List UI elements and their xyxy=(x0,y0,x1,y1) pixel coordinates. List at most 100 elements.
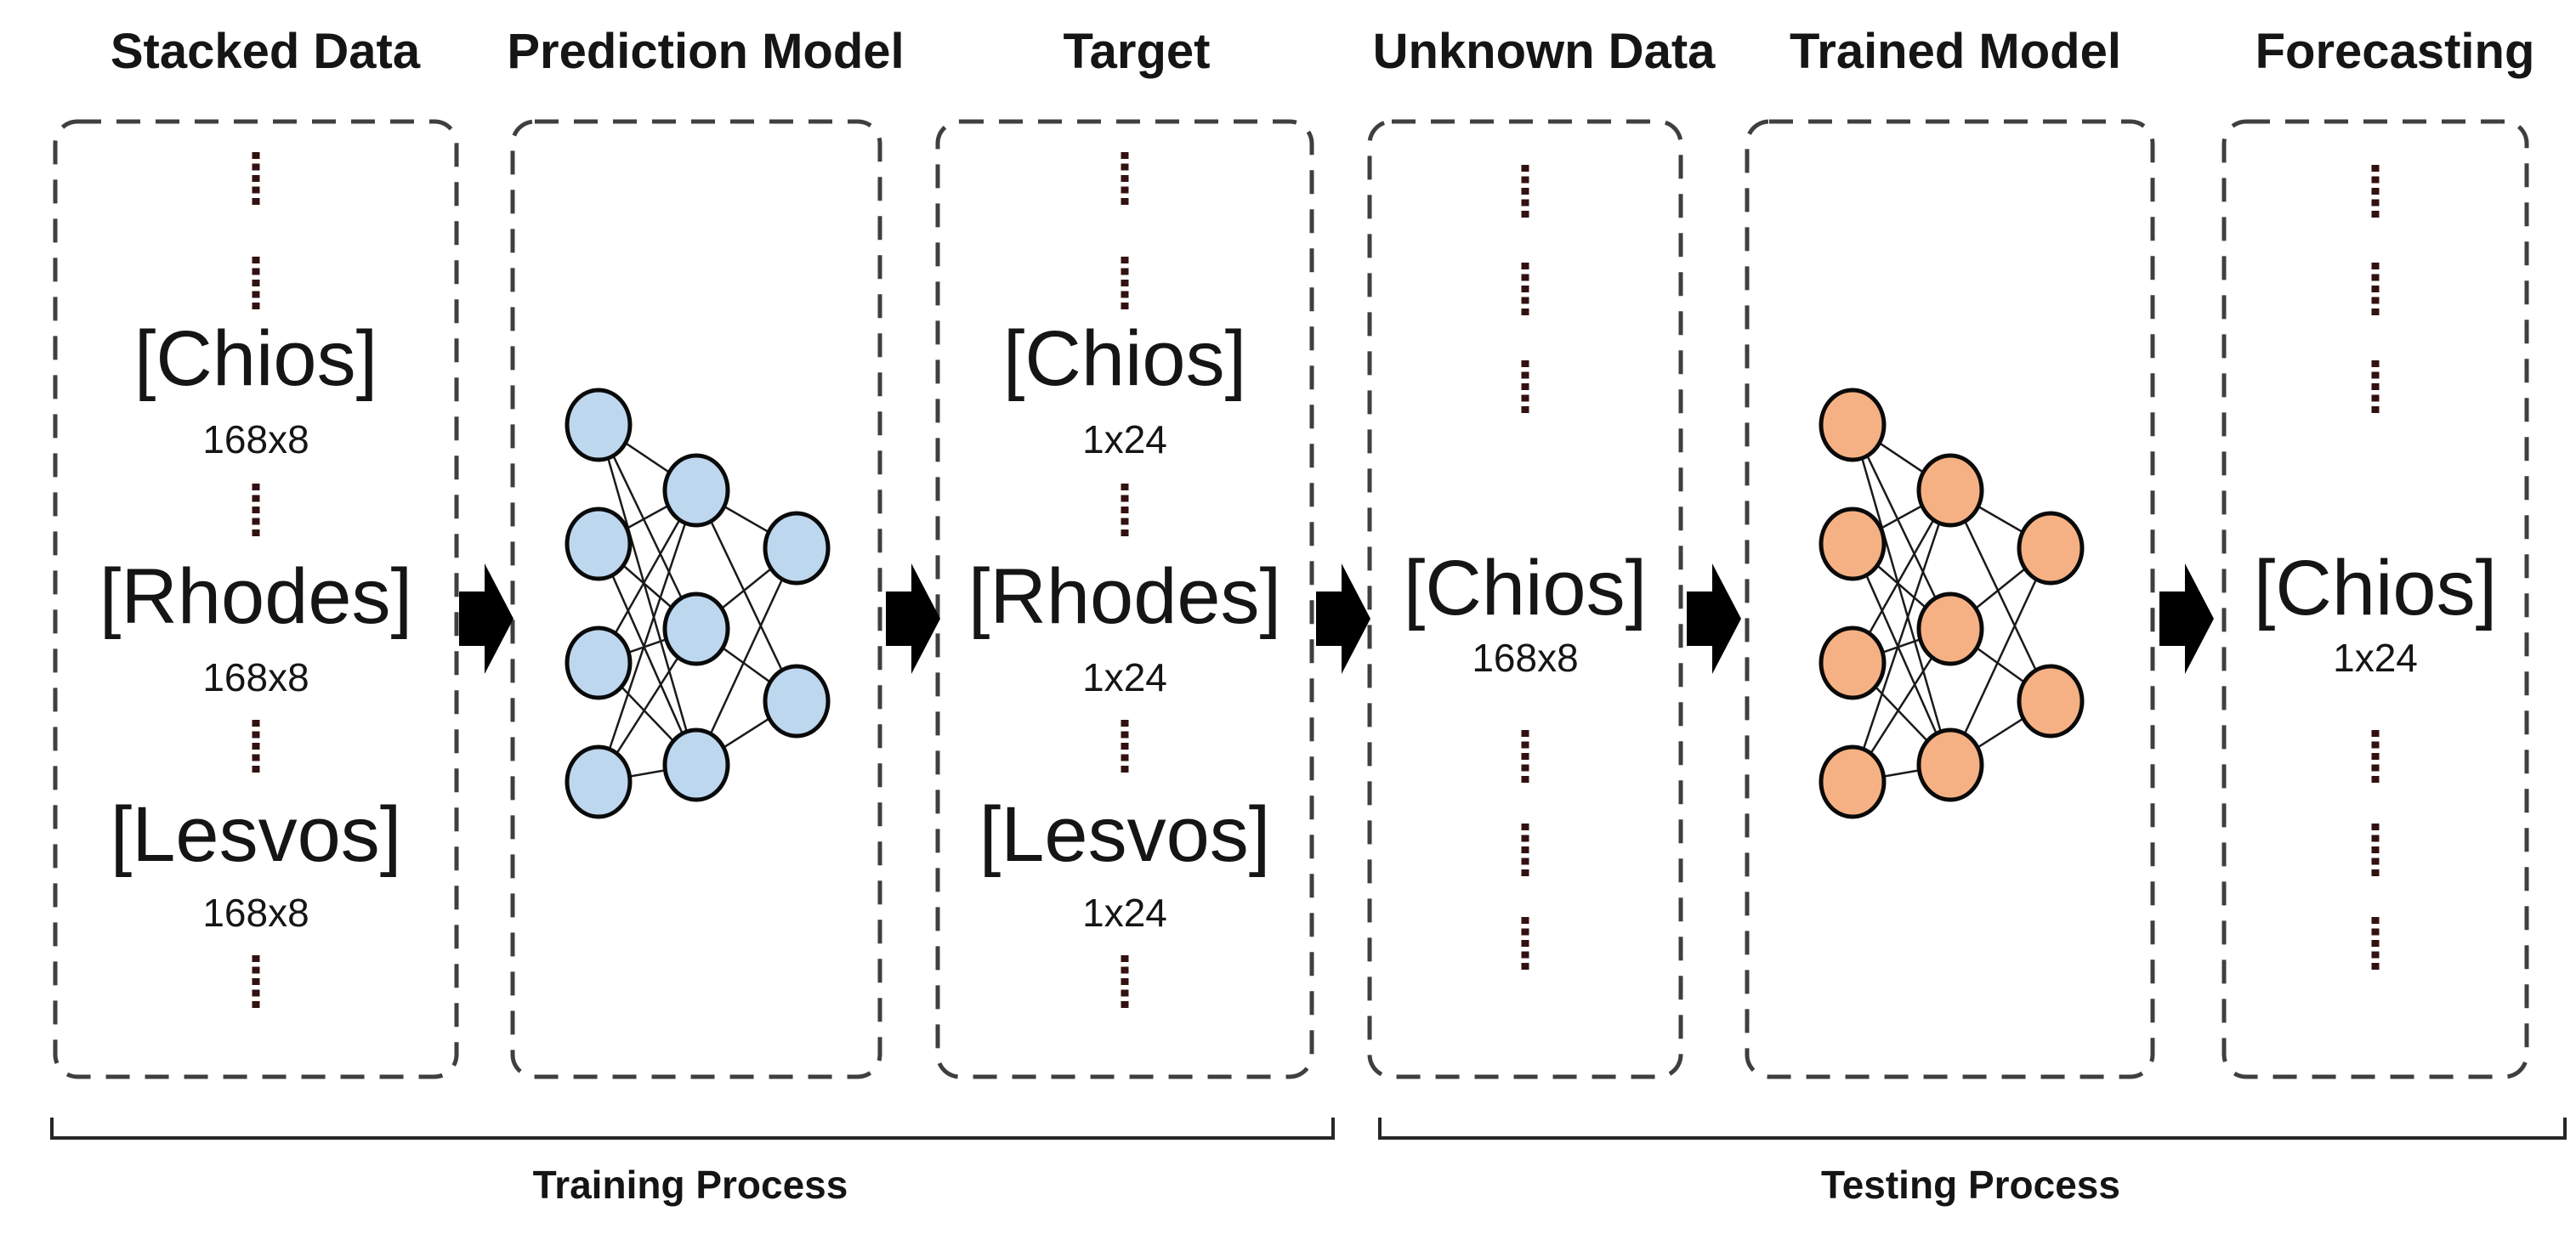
matrix-dimension-label: 168x8 xyxy=(202,655,309,699)
vertical-ellipsis xyxy=(1121,720,1129,773)
vertical-ellipsis xyxy=(252,257,260,309)
flow-arrow-icon-1 xyxy=(459,563,513,678)
network-node xyxy=(565,625,633,700)
flow-arrow-icon-5 xyxy=(2159,563,2214,678)
neural-network-orange xyxy=(1819,388,2084,819)
flow-arrow-icon-3 xyxy=(1316,563,1370,678)
network-edge xyxy=(597,424,698,630)
arrow-icon xyxy=(1316,563,1370,674)
matrix-dimension-label: 1x24 xyxy=(1082,891,1167,935)
network-edge xyxy=(1851,543,1951,766)
vertical-ellipsis xyxy=(2371,824,2380,876)
matrix-dimension-label: 168x8 xyxy=(202,891,309,935)
network-node xyxy=(2017,664,2084,739)
vertical-ellipsis xyxy=(252,152,260,205)
dashed-box-stacked-data: [Chios] 168x8 [Rhodes] 168x8 [Lesvos] 168x8 xyxy=(53,119,459,1079)
dashed-border xyxy=(510,119,882,1079)
vertical-ellipsis xyxy=(1521,824,1529,876)
vertical-ellipsis xyxy=(2371,730,2380,783)
network-edge xyxy=(1851,424,1951,766)
dashed-box-prediction-model xyxy=(510,119,882,1079)
vertical-ellipsis xyxy=(2371,917,2380,970)
arrow-icon xyxy=(886,563,940,674)
network-node xyxy=(1916,727,1983,802)
network-edge xyxy=(597,424,698,766)
matrix-dimension-label: 1x24 xyxy=(1082,655,1167,699)
vertical-ellipsis xyxy=(1121,152,1129,205)
column-header-trained-model: Trained Model xyxy=(1790,24,2121,79)
training-process-label: Training Process xyxy=(532,1163,848,1207)
flow-arrow-icon-4 xyxy=(1687,563,1741,678)
island-matrix-label: [Chios] xyxy=(2253,545,2498,631)
island-matrix-label: [Lesvos] xyxy=(979,791,1271,878)
testing-process-bracket xyxy=(1378,1118,2567,1140)
network-node xyxy=(662,453,730,528)
arrow-icon xyxy=(459,563,513,674)
vertical-ellipsis xyxy=(1521,917,1529,970)
vertical-ellipsis xyxy=(1121,484,1129,536)
network-node xyxy=(1916,592,1983,666)
vertical-ellipsis xyxy=(1521,730,1529,783)
network-node xyxy=(763,664,831,739)
vertical-ellipsis xyxy=(1521,263,1529,315)
vertical-ellipsis xyxy=(2371,165,2380,218)
network-edge xyxy=(597,490,698,783)
vertical-ellipsis xyxy=(252,955,260,1008)
column-header-stacked-data: Stacked Data xyxy=(110,24,421,79)
column-header-prediction-model: Prediction Model xyxy=(507,24,905,79)
matrix-dimension-label: 168x8 xyxy=(202,417,309,461)
island-matrix-label: [Lesvos] xyxy=(110,791,402,878)
matrix-dimension-label: 1x24 xyxy=(2333,636,2418,680)
island-matrix-label: [Chios] xyxy=(133,315,378,402)
network-edge xyxy=(1949,490,2051,702)
dashed-box-forecasting: [Chios] 1x24 xyxy=(2221,119,2529,1079)
vertical-ellipsis xyxy=(1121,955,1129,1008)
dashed-border xyxy=(2221,119,2529,1079)
network-edge xyxy=(695,490,798,702)
flow-arrow-icon-2 xyxy=(886,563,940,678)
vertical-ellipsis xyxy=(252,484,260,536)
dashed-box-target: [Chios] 1x24 [Rhodes] 1x24 [Lesvos] 1x24 xyxy=(935,119,1314,1079)
network-node xyxy=(1916,453,1983,528)
testing-process-label: Testing Process xyxy=(1821,1163,2120,1207)
dashed-border xyxy=(935,119,1314,1079)
island-matrix-label: [Chios] xyxy=(1403,545,1648,631)
network-node xyxy=(1819,388,1886,462)
network-edge xyxy=(1851,490,1951,783)
island-matrix-label: [Rhodes] xyxy=(967,553,1282,640)
matrix-dimension-label: 1x24 xyxy=(1082,417,1167,461)
vertical-ellipsis xyxy=(1121,257,1129,309)
arrow-icon xyxy=(1687,563,1741,674)
network-edge xyxy=(1949,547,2051,766)
dashed-border xyxy=(1367,119,1683,1079)
network-edge xyxy=(597,543,698,766)
dashed-border xyxy=(53,119,459,1079)
network-node xyxy=(1819,507,1886,581)
network-node xyxy=(763,511,831,586)
network-node xyxy=(662,592,730,666)
vertical-ellipsis xyxy=(1521,360,1529,413)
network-node xyxy=(565,507,633,581)
matrix-dimension-label: 168x8 xyxy=(1472,636,1579,680)
column-header-forecasting: Forecasting xyxy=(2255,24,2535,79)
column-header-target: Target xyxy=(1063,24,1211,79)
network-edge xyxy=(1851,424,1951,630)
network-node xyxy=(1819,625,1886,700)
vertical-ellipsis xyxy=(2371,360,2380,413)
dashed-border xyxy=(1745,119,2155,1079)
training-process-bracket xyxy=(50,1118,1335,1140)
dashed-box-trained-model xyxy=(1745,119,2155,1079)
column-header-unknown-data: Unknown Data xyxy=(1372,24,1716,79)
network-node xyxy=(565,388,633,462)
neural-network-blue xyxy=(565,388,831,819)
vertical-ellipsis xyxy=(2371,263,2380,315)
arrow-icon xyxy=(2159,563,2214,674)
network-node xyxy=(1819,744,1886,819)
island-matrix-label: [Rhodes] xyxy=(99,553,413,640)
dashed-box-unknown-data: [Chios] 168x8 xyxy=(1367,119,1683,1079)
island-matrix-label: [Chios] xyxy=(1002,315,1247,402)
network-node xyxy=(2017,511,2084,586)
network-node xyxy=(565,744,633,819)
network-node xyxy=(662,727,730,802)
